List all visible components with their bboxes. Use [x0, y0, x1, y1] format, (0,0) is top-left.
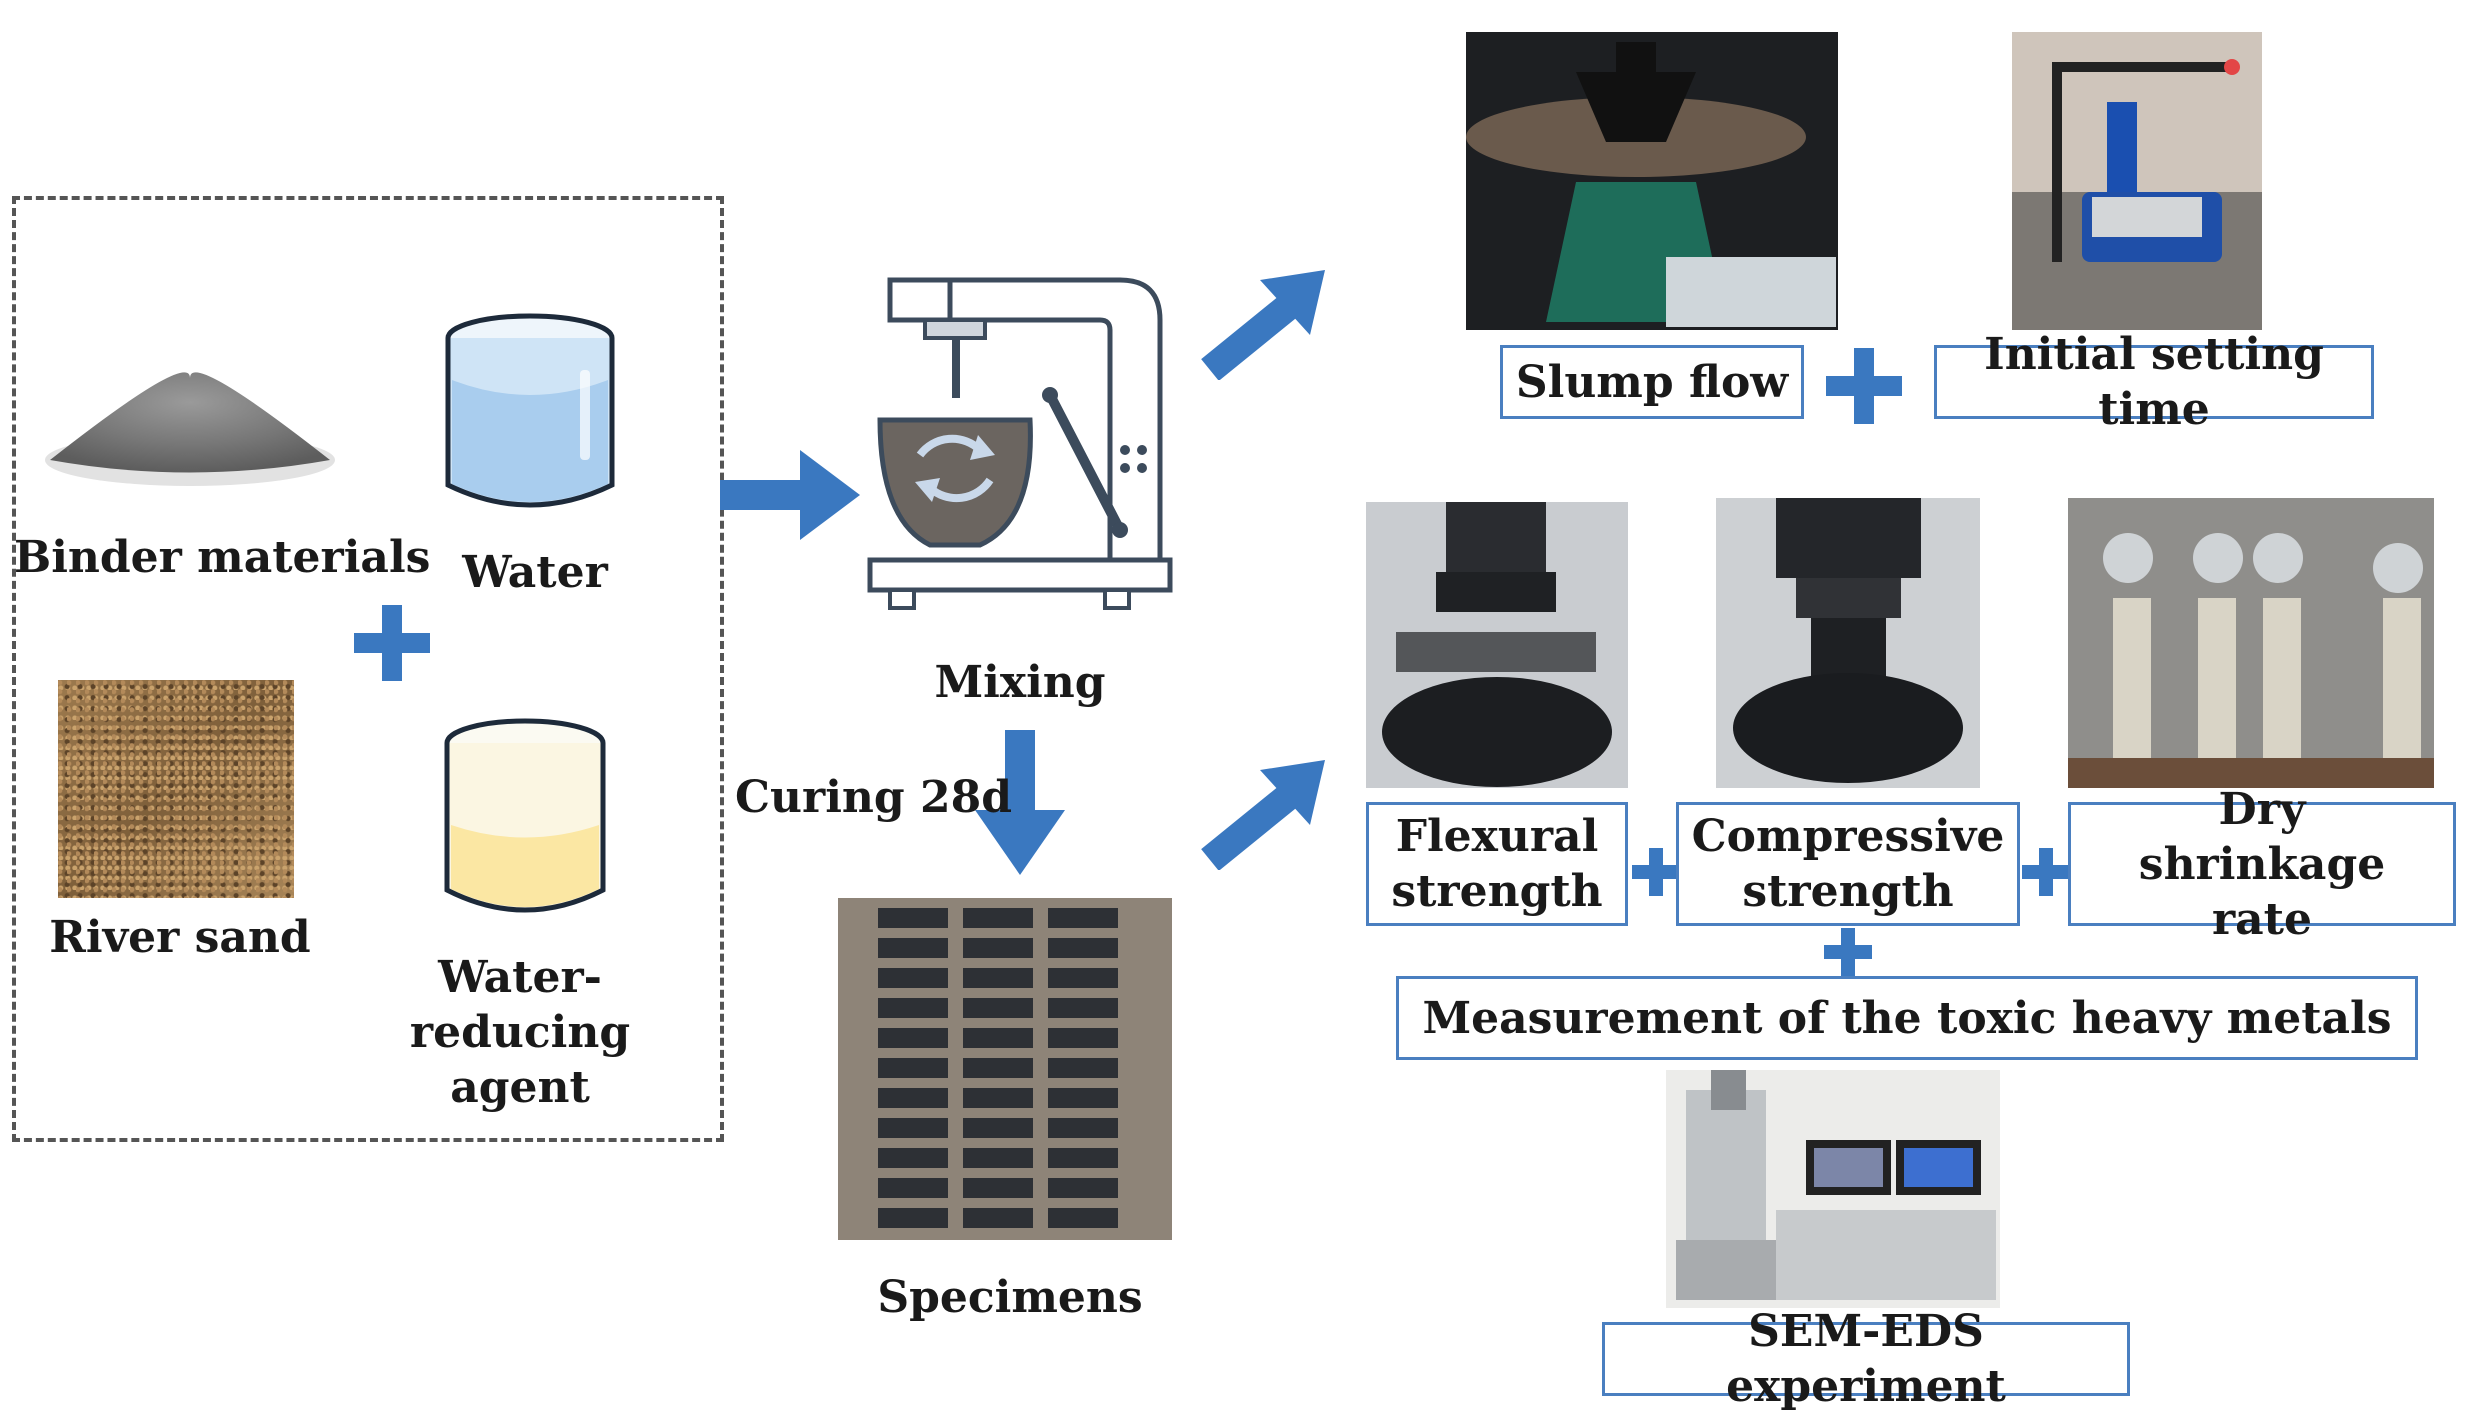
plus-icon — [354, 605, 430, 681]
arrow-up-right-icon — [1201, 760, 1325, 870]
binder-pile-image — [45, 372, 335, 486]
plus-icon — [2022, 848, 2070, 896]
compressive-test-image — [1716, 498, 1980, 788]
binder-materials-label: Binder materials — [14, 532, 431, 583]
dry-shrinkage-image — [2068, 498, 2434, 788]
water-beaker-icon — [445, 313, 615, 508]
specimens-label: Specimens — [877, 1272, 1143, 1323]
mixer-icon — [867, 277, 1173, 610]
river-sand-image — [58, 680, 294, 898]
sem-eds-image — [1666, 1070, 2000, 1308]
initial-setting-time-box: Initial setting time — [1934, 329, 2374, 435]
plus-icon — [1824, 928, 1872, 976]
plus-icon — [1632, 848, 1680, 896]
flexural-test-image — [1366, 502, 1628, 788]
plus-icon — [1826, 348, 1902, 424]
water-reducing-agent-label: Water-reducing agent — [409, 952, 631, 1113]
slump-flow-image — [1466, 32, 1838, 330]
arrow-down-icon — [975, 730, 1065, 875]
materials-group — [12, 196, 724, 1142]
sem-eds-box: SEM-EDS experiment — [1602, 1306, 2130, 1412]
dry-shrinkage-rate-box: Dry shrinkage rate — [2068, 784, 2456, 945]
flexural-strength-box: Flexural strength — [1366, 802, 1628, 926]
mixing-label: Mixing — [934, 657, 1106, 708]
heavy-metals-box: Measurement of the toxic heavy metals — [1396, 976, 2418, 1060]
arrow-up-right-icon — [1201, 270, 1325, 380]
water-label: Water — [462, 547, 608, 598]
slump-flow-box: Slump flow — [1500, 345, 1804, 419]
arrow-right-icon — [720, 450, 860, 540]
specimens-image — [838, 898, 1172, 1240]
setting-time-image — [2012, 32, 2262, 330]
river-sand-label: River sand — [49, 912, 311, 963]
curing-label: Curing 28d — [735, 772, 1012, 823]
water-reducing-agent-beaker-icon — [444, 718, 606, 913]
compressive-strength-box: Compressive strength — [1676, 802, 2020, 926]
